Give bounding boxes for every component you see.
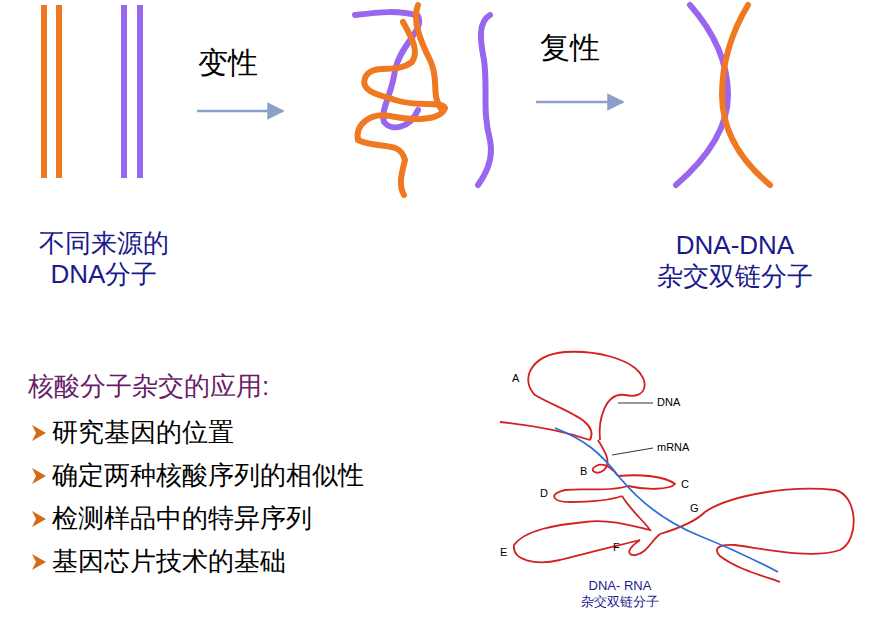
loop-letter: G <box>690 502 706 515</box>
step-label: 变性 <box>198 45 278 81</box>
hybrid-strands <box>676 5 770 185</box>
molecule-caption: 不同来源的 DNA分子 <box>14 228 194 290</box>
molecule-caption: DNA-DNA 杂交双链分子 <box>630 230 840 292</box>
list-item: 检测样品中的特异序列 <box>52 503 472 534</box>
rloop-illustration <box>500 352 854 582</box>
loop-letter: C <box>681 478 697 491</box>
loop-letter: E <box>500 546 516 559</box>
list-item: 确定两种核酸序列的相似性 <box>52 460 472 491</box>
leader-line <box>612 448 653 455</box>
single-strands <box>355 5 491 195</box>
loop-letter: D <box>540 487 556 500</box>
step-label: 复性 <box>540 30 620 66</box>
part-name: DNA <box>657 396 707 409</box>
list-heading: 核酸分子杂交的应用: <box>28 371 388 402</box>
list-item: 基因芯片技术的基础 <box>52 546 472 577</box>
process-arrow <box>536 101 623 104</box>
loop-letter: F <box>613 541 629 554</box>
dna-strands <box>44 5 140 178</box>
loop-letter: B <box>580 465 596 478</box>
figure-caption: DNA- RNA 杂交双链分子 <box>560 578 680 609</box>
leader-line <box>618 403 653 404</box>
part-name: mRNA <box>657 441 707 454</box>
loop-letter: A <box>512 372 528 385</box>
list-item: 研究基因的位置 <box>52 417 472 448</box>
bullet-marker <box>32 425 46 570</box>
process-arrow <box>197 110 283 113</box>
